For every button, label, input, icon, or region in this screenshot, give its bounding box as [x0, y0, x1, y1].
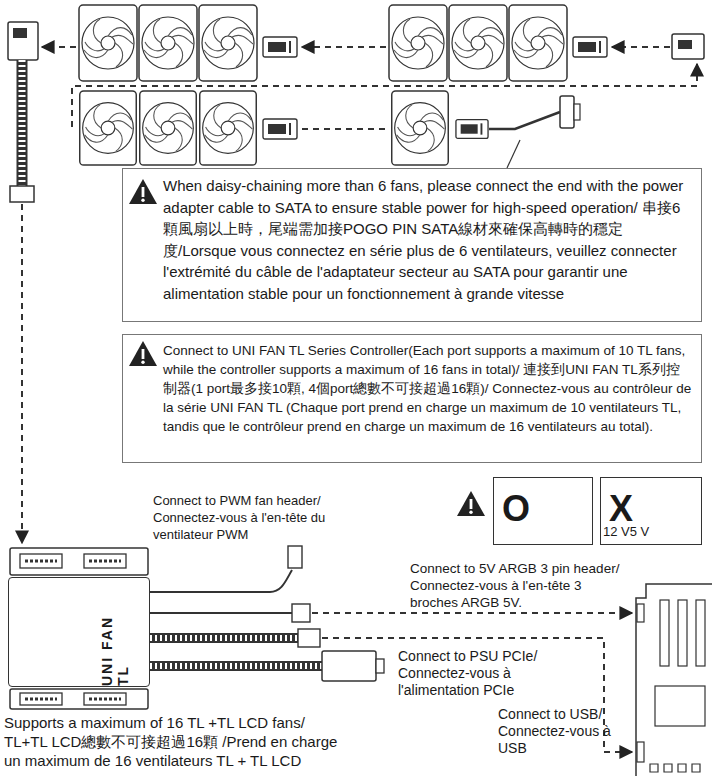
argb-wire	[150, 612, 292, 614]
port-strip	[10, 689, 148, 709]
fan	[389, 5, 447, 81]
connection-label: Connect to USB/ Connectez-vous à USB	[498, 706, 623, 757]
chipset	[655, 686, 705, 726]
check-mark: O	[502, 488, 530, 530]
dimm-slot	[660, 600, 669, 666]
connection-label: Connect to PSU PCIe/ Connectez-vous à l'…	[398, 648, 563, 699]
sata-cable	[489, 112, 560, 129]
controller-box: UNI FAN TL	[8, 577, 150, 687]
braided-cable	[150, 663, 322, 669]
pwm-wire	[150, 570, 292, 592]
product-name: UNI FAN TL	[99, 604, 131, 686]
warning-box: When daisy-chaining more than 6 fans, pl…	[122, 168, 702, 322]
warning-box: Connect to UNI FAN TL Series Controller(…	[122, 334, 702, 463]
connector-pins	[13, 28, 27, 38]
dashed-line	[302, 128, 388, 130]
braided-cable	[150, 661, 322, 671]
braided-cable	[17, 60, 28, 186]
dashed-arrow	[302, 46, 386, 48]
argb-plug	[292, 604, 310, 622]
fan	[392, 91, 449, 165]
fan-port	[20, 693, 62, 705]
fan-connector	[456, 120, 488, 139]
port-pins	[89, 698, 121, 701]
correct-example-box: O	[493, 477, 593, 545]
motherboard	[636, 584, 712, 776]
fan	[509, 5, 567, 81]
fan	[139, 5, 197, 81]
port-pins	[89, 560, 121, 563]
warning-icon	[457, 491, 485, 516]
pcie-plug	[322, 651, 376, 681]
braided-cable	[19, 60, 26, 186]
pcie-latch	[376, 659, 384, 673]
sata-plug	[574, 104, 580, 120]
connection-label: Connect to PWM fan header/ Connectez-vou…	[153, 492, 353, 543]
sata-plug	[560, 96, 574, 128]
warning-icon	[129, 341, 157, 366]
braided-cable	[150, 633, 298, 643]
chain-connector	[672, 34, 704, 59]
connector-pins	[678, 40, 692, 49]
connection-label: Connect to 5V ARGB 3 pin header/ Connect…	[410, 560, 625, 611]
warning-icon	[129, 179, 157, 204]
fan	[200, 91, 257, 165]
board-headers	[650, 764, 700, 772]
usb-header	[637, 742, 644, 762]
dashed-arrow	[612, 46, 670, 48]
fan-port	[84, 693, 126, 705]
fan-port	[84, 554, 126, 568]
dashed-arrow	[312, 612, 632, 614]
wrong-example-box: X12 V5 V	[600, 477, 702, 545]
fan-port	[20, 554, 62, 568]
argb-header	[637, 604, 644, 622]
dashed-arrow	[42, 46, 76, 48]
fan	[199, 5, 257, 81]
port-strip	[10, 548, 148, 575]
hub-connector	[8, 22, 38, 60]
fan	[140, 91, 197, 165]
fan	[449, 5, 507, 81]
fan	[79, 5, 137, 81]
braided-cable	[150, 635, 298, 641]
fan	[80, 91, 137, 165]
dashed-arrow	[21, 204, 23, 543]
note-text: Supports a maximum of 16 TL +TL LCD fans…	[4, 713, 344, 770]
voltage-label: 12 V5 V	[603, 524, 649, 539]
fan-connector	[573, 37, 607, 57]
dimm-slot	[678, 600, 687, 666]
cross-mark: X	[609, 488, 633, 530]
cable-plug	[10, 186, 34, 202]
fan-connector	[263, 37, 297, 57]
leader-line	[507, 140, 520, 168]
fan-connector	[263, 119, 297, 139]
port-pins	[25, 560, 57, 563]
warning-text: Connect to UNI FAN TL Series Controller(…	[123, 335, 701, 442]
dimm-slot	[696, 600, 705, 666]
usb-plug	[298, 629, 320, 647]
port-pins	[25, 698, 57, 701]
pwm-plug	[288, 546, 302, 568]
warning-text: When daisy-chaining more than 6 fans, pl…	[123, 169, 701, 310]
